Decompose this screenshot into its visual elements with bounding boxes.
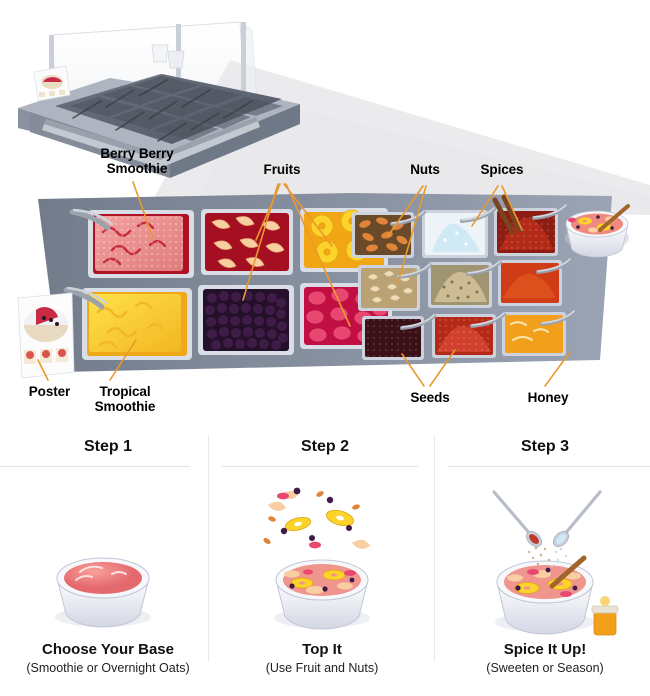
leader-seeds-1 (401, 353, 425, 387)
callout-seeds: Seeds (390, 390, 470, 405)
leader-fruits-3 (283, 183, 333, 247)
callout-label-line1: Honey (527, 390, 569, 405)
leader-poster (37, 359, 49, 381)
tray-coconut (422, 210, 488, 258)
counter-cups (151, 44, 185, 69)
step-1-caption-sub: (Smoothie or Overnight Oats) (26, 661, 190, 675)
callout-nuts: Nuts (385, 162, 465, 177)
callout-spices: Spices (462, 162, 542, 177)
leader-spices-2 (501, 185, 523, 231)
finished-smoothie-bowl (565, 204, 630, 258)
callout-fruits: Fruits (237, 162, 327, 177)
callout-label-line2: Smoothie (94, 399, 156, 414)
step-divider-1 (208, 436, 209, 662)
tray-blueberries (198, 285, 294, 355)
callout-label-line2: Smoothie (106, 161, 168, 176)
cinnamon-stick (549, 555, 587, 589)
callout-label-line1: Spices (480, 162, 524, 177)
step-divider-2 (434, 436, 435, 662)
step-1-caption-main: Choose Your Base (42, 641, 174, 658)
leader-lines (37, 181, 571, 387)
leader-berry-berry-smoothie (132, 181, 154, 239)
callout-label-line1: Tropical (99, 384, 151, 399)
step-1-illustration (55, 557, 151, 628)
step-2-illustration (263, 487, 370, 630)
callout-label-line1: Fruits (263, 162, 301, 177)
tray-tropical-smoothie (63, 286, 192, 360)
callout-berry-berry-smoothie: Berry Berry Smoothie (77, 146, 197, 176)
leader-spices-1 (471, 185, 499, 227)
leader-tropical-smoothie (109, 339, 137, 381)
step-3-rule (448, 466, 650, 467)
spoon-right (552, 490, 602, 548)
tray-panel (17, 193, 630, 379)
leader-fruits-2 (255, 183, 281, 241)
callout-label-line1: Nuts (410, 162, 440, 177)
buffet-counter (18, 21, 300, 178)
leader-seeds-2 (429, 349, 456, 387)
tray-red-seeds (432, 314, 496, 358)
step-2-caption-sub: (Use Fruit and Nuts) (265, 661, 379, 675)
step-3-title: Step 3 (520, 438, 569, 455)
tray-mixed-seeds (428, 262, 492, 308)
tray-cinnamon (492, 194, 558, 256)
step-3-caption-main: Spice It Up! (503, 641, 587, 658)
leader-fruits-4 (285, 183, 351, 327)
panel-poster (17, 292, 75, 379)
falling-toppings (263, 487, 370, 549)
callout-label-line1: Poster (28, 384, 71, 399)
callout-label-line1: Berry Berry (100, 146, 174, 161)
sprinkle-particles (527, 546, 568, 568)
step-1-title: Step 1 (83, 438, 132, 455)
step-2-rule (222, 466, 418, 467)
leader-nuts-2 (397, 185, 427, 283)
leader-honey (544, 351, 571, 387)
honey-jar (591, 596, 619, 636)
step-3-caption-sub: (Sweeten or Season) (486, 661, 604, 675)
step-2-title: Step 2 (300, 438, 349, 455)
callout-label-line1: Seeds (410, 390, 450, 405)
tray-berry-smoothie (69, 208, 194, 278)
step-3-illustration (492, 490, 619, 636)
tray-peaches (201, 209, 293, 275)
step-1-rule (0, 466, 190, 467)
step-2-caption-main: Top It (302, 641, 342, 658)
callout-honey: Honey (508, 390, 588, 405)
leader-nuts-1 (387, 185, 424, 237)
counter-poster (33, 65, 71, 102)
spoon-left (492, 490, 543, 548)
callout-poster: Poster (12, 384, 87, 399)
tray-red-sauce (498, 260, 562, 306)
callout-tropical-smoothie: Tropical Smoothie (75, 384, 175, 414)
